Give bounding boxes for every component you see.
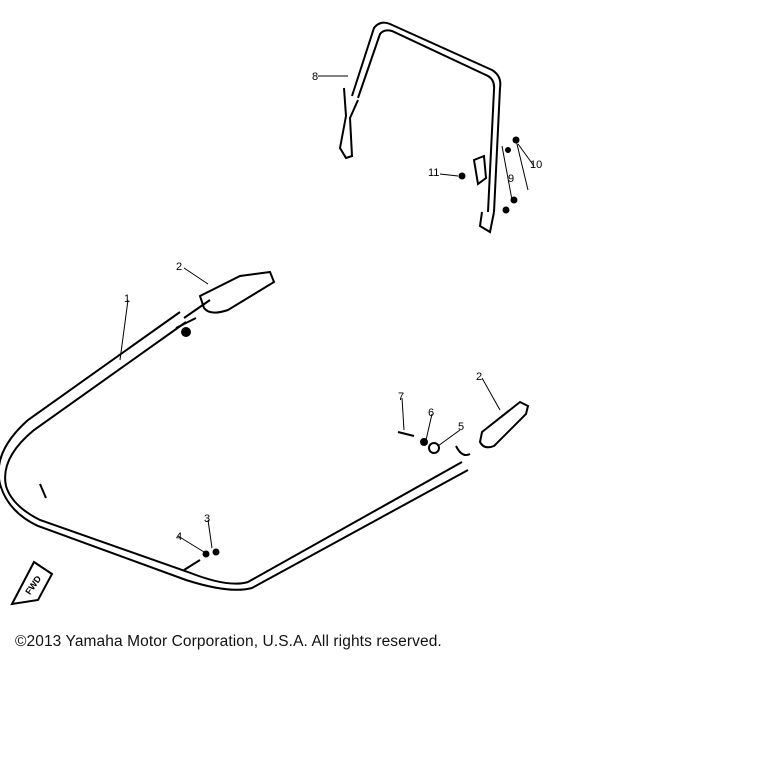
callout-6: 6 [428,407,434,419]
callout-10: 10 [530,159,542,171]
callout-3: 3 [204,513,210,525]
callout-1: 1 [124,293,130,305]
callout-2-upper: 2 [176,261,182,273]
grip-lower [455,400,530,456]
callout-4: 4 [176,531,182,543]
callout-7: 7 [398,391,404,403]
upper-bolts [458,136,529,214]
leader-lines [119,75,535,549]
callout-2-lower: 2 [476,371,482,383]
callout-5: 5 [458,421,464,433]
lower-bolts [397,431,440,454]
callout-8: 8 [312,71,318,83]
copyright-notice: ©2013 Yamaha Motor Corporation, U.S.A. A… [15,633,442,650]
main-bar [0,299,469,591]
grip-upper [175,270,276,337]
callout-9: 9 [508,173,514,185]
upper-handle-bar [338,21,502,234]
callout-11: 11 [428,167,439,179]
fwd-arrow-icon: FWD [10,560,54,606]
bottom-bolts [177,535,220,571]
